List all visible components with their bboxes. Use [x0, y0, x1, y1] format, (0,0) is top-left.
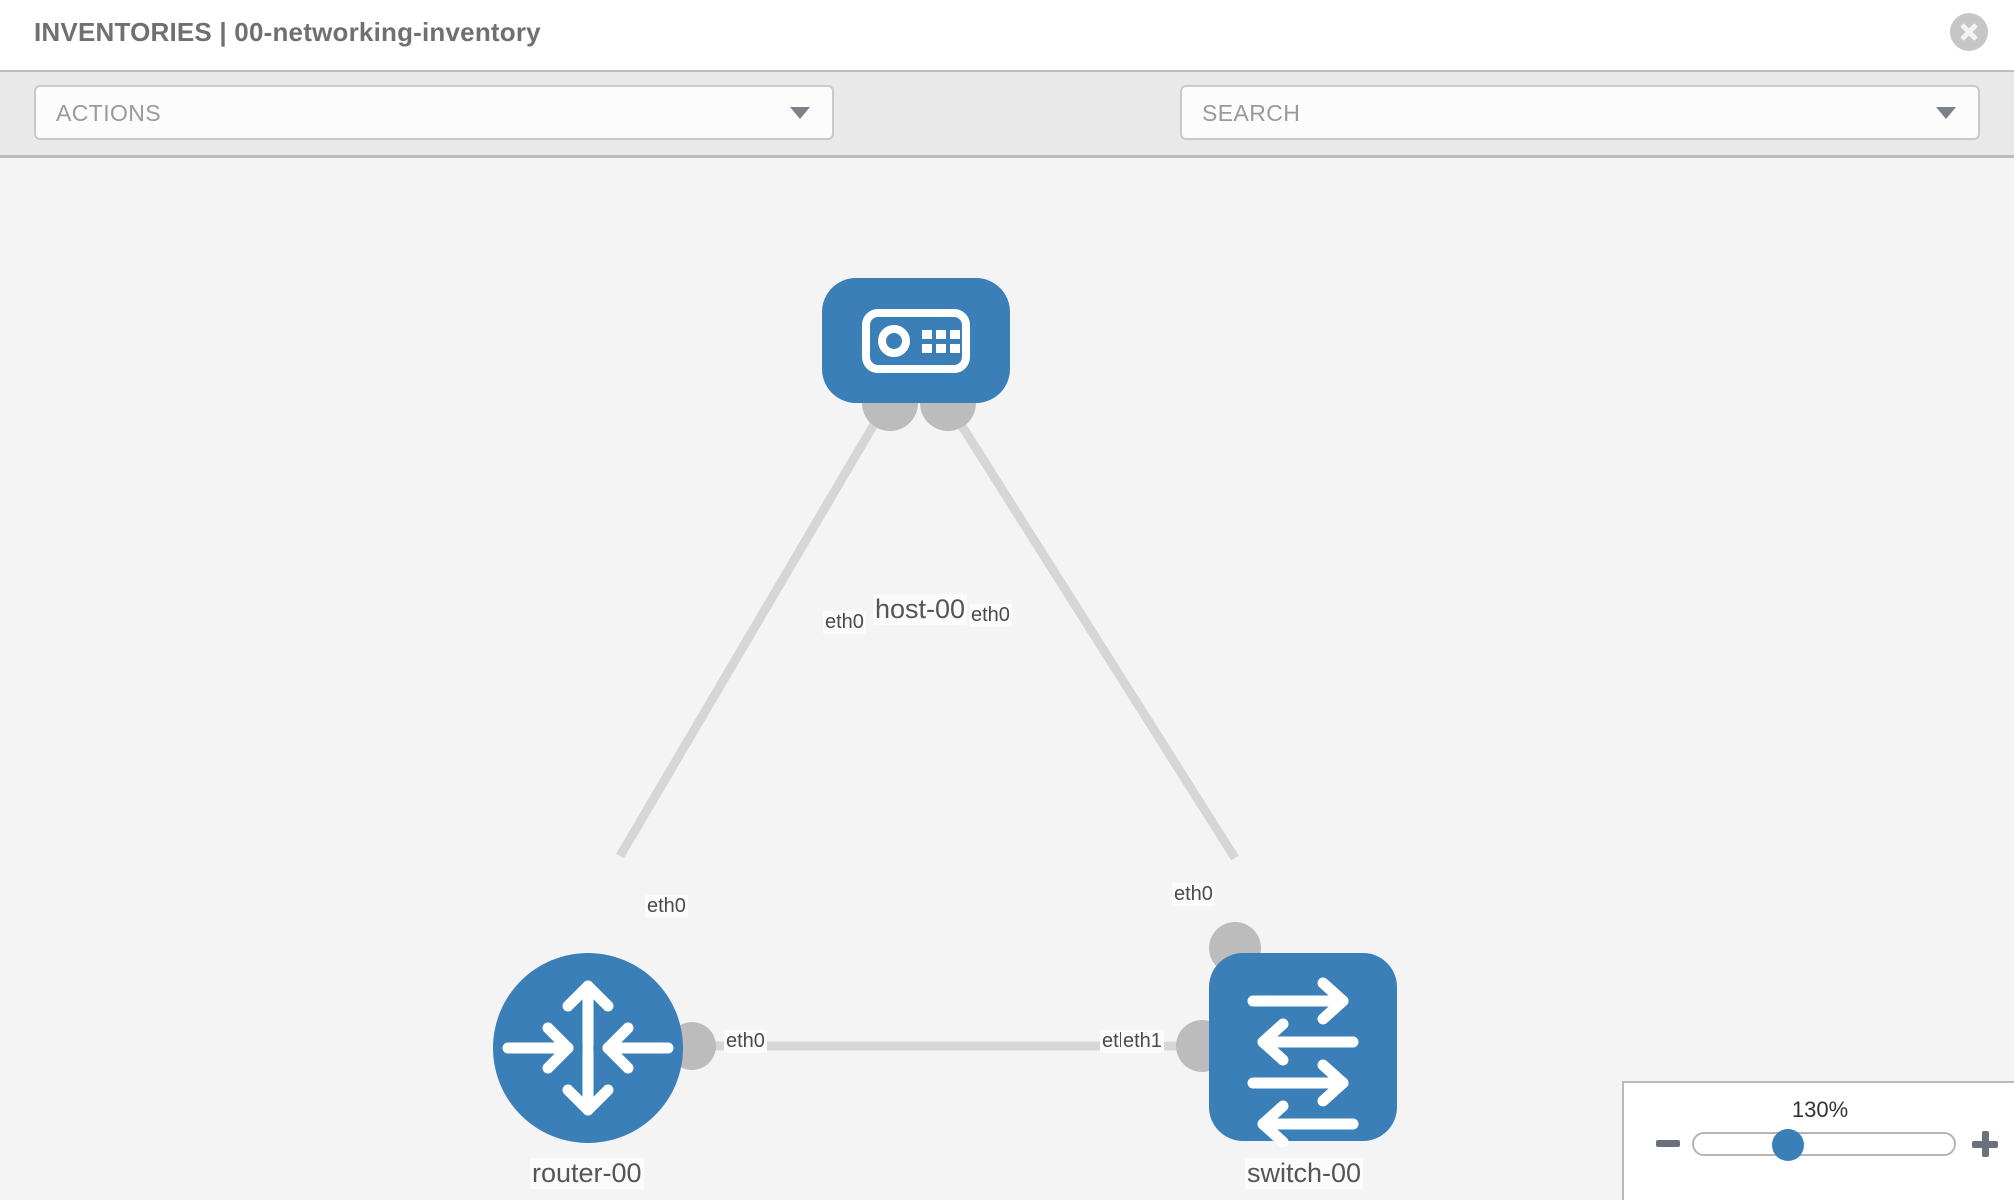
chevron-down-icon: [1936, 106, 1956, 119]
port-label-switch-up: eth0: [1172, 883, 1215, 906]
zoom-level-label: 130%: [1791, 1097, 1849, 1122]
zoom-out-button[interactable]: [1656, 1140, 1680, 1147]
plus-icon-vertical: [1982, 1131, 1989, 1157]
search-input-value: SEARCH: [1202, 100, 1301, 126]
chevron-down-icon: [790, 106, 810, 119]
port-label-router-up: eth0: [645, 895, 688, 918]
topology-graph: [493, 278, 1397, 1148]
node-host-00[interactable]: [822, 278, 1010, 403]
toolbar: ACTIONS SEARCH: [0, 70, 2014, 202]
port-label-host-right: eth0: [969, 604, 1012, 627]
topology-canvas[interactable]: host-00 router-00 switch-00 eth0 eth0 et…: [0, 158, 2014, 1200]
node-label-host-00: host-00: [873, 594, 968, 625]
close-icon[interactable]: [1950, 13, 1988, 51]
zoom-slider-track[interactable]: [1692, 1132, 1956, 1156]
router-arrows-icon: [502, 980, 674, 1116]
node-label-router-00: router-00: [530, 1158, 644, 1189]
page-header: INVENTORIES | 00-networking-inventory: [0, 0, 2014, 70]
link-layer: [616, 401, 1239, 1051]
page-title: INVENTORIES | 00-networking-inventory: [34, 17, 541, 47]
link-host00-switch00[interactable]: [944, 401, 1239, 861]
zoom-in-button[interactable]: [1972, 1131, 1998, 1157]
actions-dropdown[interactable]: ACTIONS: [34, 85, 834, 140]
port-label-host-left: eth0: [823, 611, 866, 634]
port-stub-layer: [668, 375, 1261, 1072]
port-label-router-right: eth0: [724, 1030, 767, 1053]
node-label-switch-00: switch-00: [1245, 1158, 1364, 1189]
switch-arrows-icon: [1247, 977, 1359, 1148]
server-icon: [862, 309, 970, 373]
node-switch-00[interactable]: [1209, 953, 1397, 1148]
link-host00-router00[interactable]: [616, 401, 890, 859]
search-input[interactable]: SEARCH: [1180, 85, 1980, 140]
zoom-control-panel: 130%: [1622, 1081, 2014, 1200]
zoom-slider-thumb[interactable]: [1772, 1129, 1804, 1161]
actions-dropdown-label: ACTIONS: [56, 100, 162, 126]
node-router-00[interactable]: [493, 953, 683, 1143]
port-label-switch-left-b: eth1: [1121, 1030, 1164, 1053]
